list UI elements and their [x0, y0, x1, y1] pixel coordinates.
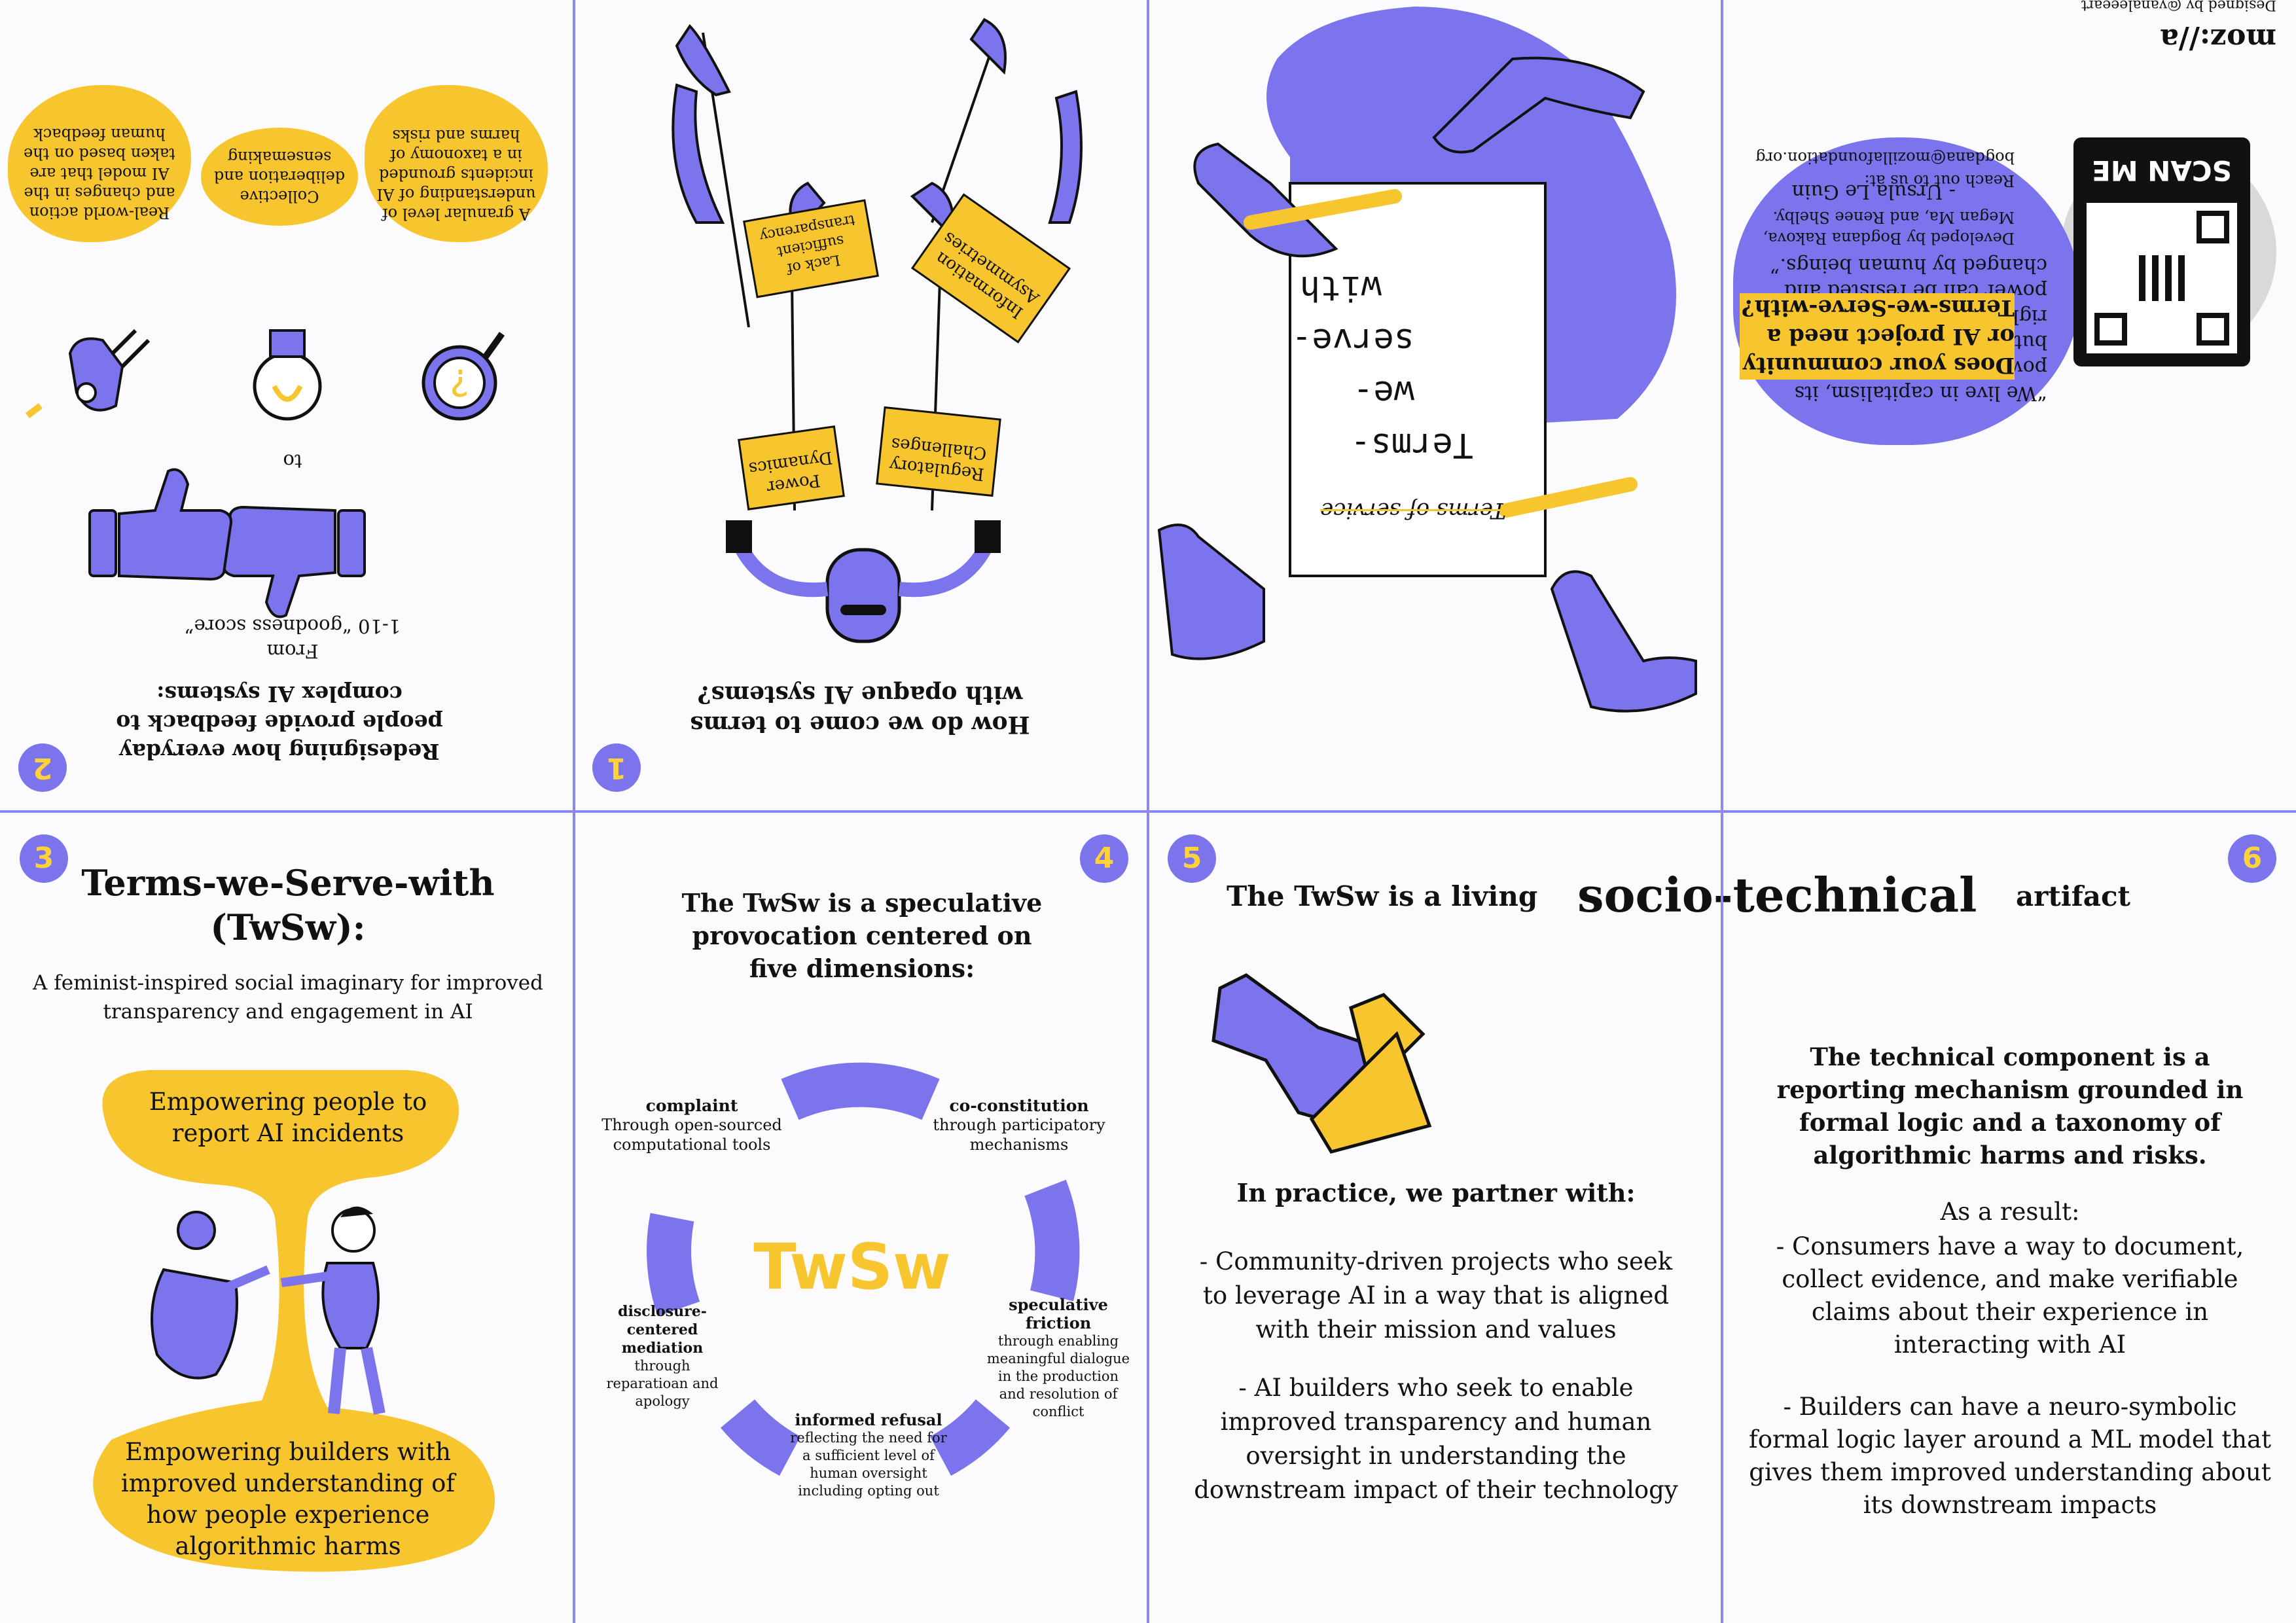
cover-word-terms: Terms- [1350, 425, 1473, 465]
ring-segment-right [1024, 1179, 1080, 1302]
panel-title: Terms-we-Serve-with (TwSw): [81, 862, 495, 948]
person-icon [281, 1206, 386, 1415]
dim-title: co-constitution [949, 1096, 1089, 1115]
dim-desc: reflecting the need for a sufficient lev… [790, 1430, 947, 1499]
cover-illustration [1157, 7, 1697, 713]
cover-word-we: we- [1353, 373, 1414, 412]
dim-desc: through reparatioan and apology [606, 1358, 719, 1409]
dim-desc: through enabling meaningful dialogue in … [986, 1333, 1130, 1419]
dim-co-constitution: co-constitution through participatory me… [921, 1096, 1117, 1154]
dim-desc: through participatory mechanisms [933, 1116, 1105, 1154]
ring-segment-left [647, 1213, 700, 1317]
panel-cover: Terms of service Terms- we- serve- with [1148, 0, 1722, 812]
back-panel-details: Does your community or AI project need a… [1722, 0, 2296, 812]
developed-by: Developed by Bogdana Rakova, Megan Ma, a… [1763, 208, 2015, 247]
result-item-builders: - Builders can have a neuro-symbolic for… [1749, 1393, 2271, 1519]
panel-1: 1 How do we come to terms with opaque AI… [574, 0, 1148, 812]
panel-number: 6 [2228, 834, 2276, 883]
blob-report-incidents: Empowering people to report AI incidents [149, 1088, 427, 1147]
cover-word-serve: serve- [1291, 321, 1414, 360]
ring-segment-bottom-left [720, 1399, 801, 1476]
qr-code[interactable] [2087, 203, 2237, 353]
terms-of-service-crossed: Terms of service [1320, 497, 1506, 524]
dim-speculative-friction: speculative friction through enabling me… [986, 1296, 1130, 1421]
sign-regulatory: Regulatory Challenges [876, 406, 1001, 497]
blob-empowering-builders: Empowering builders with improved unders… [120, 1438, 456, 1560]
robot-icon [151, 1211, 270, 1380]
dim-desc: Through open-sourced computational tools [601, 1116, 782, 1154]
icons-row: ? [26, 329, 505, 421]
thumbs-up-icon [222, 505, 366, 618]
dim-disclosure-mediation: disclosure-centered mediation through re… [594, 1302, 731, 1410]
cover-word-with: with [1299, 268, 1382, 308]
panel-5: 5 The TwSw is a living In practice, we p… [1148, 812, 1722, 1623]
ok-hand-icon [26, 329, 151, 418]
result-item-consumers: - Consumers have a way to document, coll… [1776, 1232, 2244, 1359]
twsw-center-label: TwSw [753, 1230, 951, 1304]
panel-title-end: artifact [2016, 880, 2130, 912]
blob-action-text: Real-world action and changes in the AI … [24, 125, 175, 222]
dim-informed-refusal: informed refusal reflecting the need for… [790, 1410, 947, 1500]
technical-headline: The technical component is a reporting m… [1776, 1043, 2244, 1169]
panel-title-start: The TwSw is a living [1227, 880, 1538, 912]
ring-segment-bottom-right [929, 1399, 1011, 1476]
blob-collective-text: Collective deliberation and sensemaking [213, 148, 346, 205]
robot-human-illustration [151, 1206, 386, 1415]
partner-item-community: - Community-driven projects who seek to … [1199, 1247, 1673, 1344]
hourglass-blob [93, 1070, 495, 1572]
thumbs-down-icon [88, 468, 232, 581]
panel-2: 2 Redesigning how everyday people provid… [0, 0, 574, 812]
panel-4: 4 The TwSw is a speculative provocation … [574, 812, 1148, 1623]
back-headline: Does your community or AI project need a… [1740, 293, 2015, 380]
five-dimensions-ring [647, 1062, 1080, 1476]
partner-item-builders: - AI builders who seek to enable improve… [1194, 1374, 1678, 1504]
panel-title: The TwSw is a speculative provocation ce… [681, 888, 1043, 983]
light-bulb-icon [253, 329, 322, 421]
panel-subtitle: A feminist-inspired social imaginary for… [33, 971, 543, 1024]
panel-title-emphasis: socio-technical [1577, 867, 1977, 923]
thumbs-illustration [88, 468, 366, 618]
blob-granular-text: A granular level of understanding of AI … [376, 126, 536, 223]
panel-6: 6 The technical component is a reporting… [1722, 812, 2296, 1623]
reach-out: Reach out to us at: [1864, 171, 2015, 190]
result-label: As a result: [1940, 1198, 2080, 1226]
handshake-illustration [1211, 973, 1432, 1154]
panel-number: 5 [1168, 834, 1216, 883]
dim-title: complaint [645, 1096, 738, 1115]
dim-title: speculative friction [1009, 1295, 1108, 1332]
robot-icon [726, 520, 1001, 643]
sign-power: Power Dynamics [738, 425, 845, 510]
panel-number: 3 [20, 834, 68, 883]
partner-heading: In practice, we partner with: [1236, 1178, 1636, 1207]
svg-text:?: ? [450, 361, 469, 403]
magnifier-icon: ? [422, 332, 505, 421]
contact-email[interactable]: bogdana@mozillafoundation.org [1755, 149, 2015, 167]
scan-me-label: SCAN ME [2092, 154, 2232, 187]
ring-segment-top [781, 1062, 940, 1120]
fold-line-horizontal [0, 810, 2296, 813]
dim-complaint: complaint Through open-sourced computati… [600, 1096, 783, 1154]
dim-title: informed refusal [795, 1410, 942, 1429]
dim-title: disclosure-centered mediation [618, 1303, 707, 1357]
panel-3: 3 Terms-we-Serve-with (TwSw): A feminist… [0, 812, 574, 1623]
panel-number: 4 [1080, 834, 1128, 883]
robot-protest-illustration [672, 18, 1083, 643]
